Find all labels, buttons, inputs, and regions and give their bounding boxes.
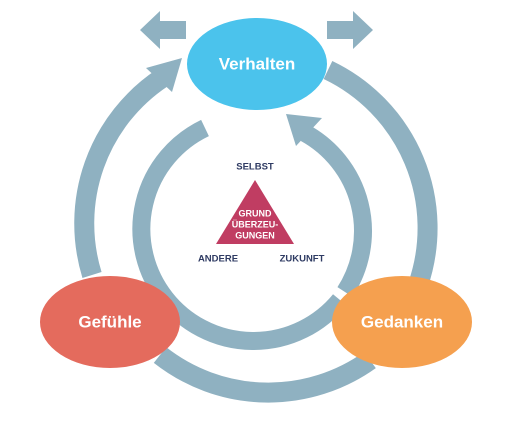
outer-arrow-right-to-bottom: [323, 60, 438, 289]
svg-text:GRUND: GRUND: [239, 208, 272, 218]
label-selbst: SELBST: [236, 162, 274, 173]
svg-text:Verhalten: Verhalten: [219, 54, 296, 73]
svg-text:GUNGEN: GUNGEN: [235, 230, 275, 240]
svg-text:ÜBERZEU-: ÜBERZEU-: [232, 219, 279, 229]
node-gedanken: Gedanken: [332, 276, 472, 368]
inner-arrow-right: [300, 125, 372, 297]
inner-arrowhead: [286, 114, 322, 146]
outer-arrow-left-to-top: [74, 69, 168, 278]
node-verhalten: Verhalten: [187, 18, 327, 110]
outer-arrowhead-top: [146, 58, 182, 92]
right-side-arrow: [327, 11, 373, 49]
svg-text:Gedanken: Gedanken: [361, 312, 443, 331]
node-gefuehle: Gefühle: [40, 276, 180, 368]
outer-arrow-bottom: [153, 347, 376, 403]
svg-text:Gefühle: Gefühle: [78, 312, 141, 331]
core-beliefs-triangle: GRUND ÜBERZEU- GUNGEN: [216, 180, 294, 244]
left-side-arrow: [140, 11, 186, 49]
label-zukunft: ZUKUNFT: [280, 254, 325, 265]
label-andere: ANDERE: [198, 254, 238, 265]
